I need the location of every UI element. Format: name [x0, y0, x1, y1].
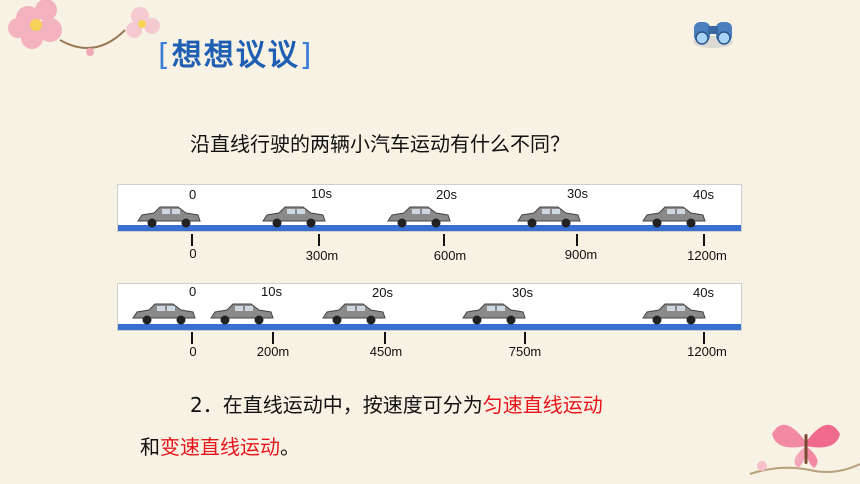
distance-tick	[576, 234, 578, 246]
car-icon	[262, 206, 326, 228]
time-label: 10s	[261, 284, 282, 299]
distance-label: 200m	[256, 344, 290, 359]
car-icon	[517, 206, 581, 228]
distance-tick	[191, 332, 193, 344]
title-open-bracket: [	[158, 38, 172, 73]
time-label: 30s	[512, 285, 533, 300]
distance-tick	[524, 332, 526, 344]
road-strip-variable	[117, 283, 742, 331]
car-icon	[137, 206, 201, 228]
car-icon	[462, 303, 526, 325]
distance-label: 0	[189, 246, 197, 261]
time-label: 20s	[436, 187, 457, 202]
statement-middle: 和	[140, 435, 160, 459]
road-strip-uniform	[117, 184, 742, 232]
distance-label: 1200m	[687, 248, 727, 263]
car-icon	[322, 303, 386, 325]
time-label: 20s	[372, 285, 393, 300]
distance-tick	[191, 234, 193, 246]
time-label: 0	[189, 284, 197, 299]
distance-tick	[318, 234, 320, 246]
time-label: 40s	[693, 187, 714, 202]
time-label: 30s	[567, 186, 588, 201]
car-icon	[210, 303, 274, 325]
page-title: [想想议议]	[158, 30, 313, 74]
conclusion-text: 2．在直线运动中，按速度可分为匀速直线运动 和变速直线运动。	[140, 384, 760, 468]
distance-tick	[443, 234, 445, 246]
distance-label: 900m	[564, 247, 598, 262]
distance-label: 300m	[305, 248, 339, 263]
car-icon	[387, 206, 451, 228]
road-line	[118, 324, 741, 330]
title-close-bracket: ]	[299, 38, 314, 73]
time-label: 40s	[693, 285, 714, 300]
term-uniform-motion: 匀速直线运动	[482, 393, 603, 417]
binoculars-icon	[693, 22, 733, 48]
distance-label: 1200m	[687, 344, 727, 359]
time-label: 10s	[311, 186, 332, 201]
distance-label: 0	[189, 344, 197, 359]
question-text: 沿直线行驶的两辆小汽车运动有什么不同？	[190, 132, 570, 156]
title-text: 想想议议	[171, 38, 300, 73]
statement-suffix: 。	[280, 435, 300, 459]
butterfly-decoration-icon	[749, 424, 860, 475]
car-icon	[132, 303, 196, 325]
distance-tick	[703, 234, 705, 246]
road-line	[118, 225, 741, 231]
distance-tick	[703, 332, 705, 344]
flower-decoration-icon	[8, 0, 160, 56]
distance-label: 750m	[508, 344, 542, 359]
distance-label: 450m	[369, 344, 403, 359]
distance-tick	[272, 332, 274, 344]
statement-prefix: 2．在直线运动中，按速度可分为	[190, 393, 483, 417]
car-icon	[642, 206, 706, 228]
time-label: 0	[189, 187, 197, 202]
distance-tick	[384, 332, 386, 344]
distance-label: 600m	[433, 248, 467, 263]
term-variable-motion: 变速直线运动	[160, 435, 280, 459]
car-icon	[642, 303, 706, 325]
